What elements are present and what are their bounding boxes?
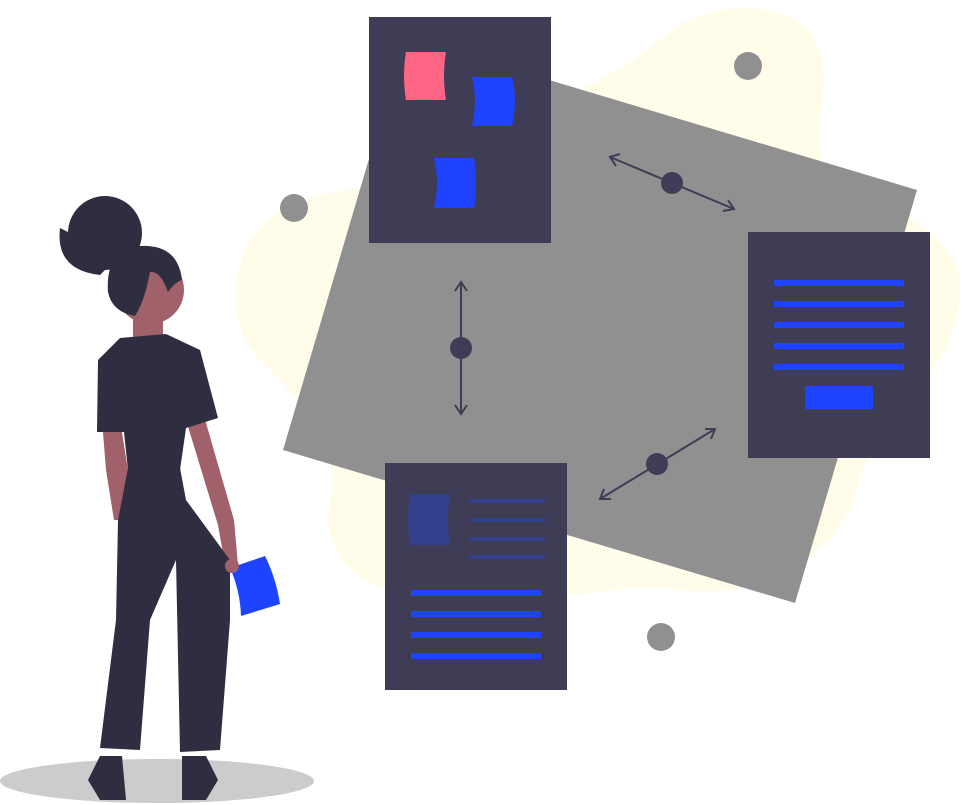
sticky-notes-icon: [404, 52, 446, 100]
arrow-node: [646, 453, 668, 475]
paper-sheet: [230, 556, 280, 616]
sticky-notes-icon: [472, 77, 515, 126]
arrow-node: [450, 337, 472, 359]
sticky-notes-panel: [369, 17, 551, 243]
right-shoe: [182, 756, 218, 800]
decor-dot: [280, 194, 308, 222]
shirt: [97, 334, 218, 470]
person-figure: [0, 196, 314, 803]
left-shoe: [88, 756, 126, 800]
hair: [107, 245, 182, 316]
document-panel: [385, 463, 567, 690]
hair: [59, 228, 110, 275]
decor-dot: [734, 52, 762, 80]
shadow: [0, 759, 314, 803]
left-arm: [102, 420, 128, 520]
decor-dot: [647, 623, 675, 651]
right-arm: [186, 416, 238, 570]
hand: [225, 559, 239, 573]
form-icon: [774, 280, 904, 409]
arrow-node: [661, 172, 683, 194]
sticky-notes-icon: [434, 158, 476, 208]
form-panel: [748, 232, 930, 458]
document-icon: [408, 494, 545, 659]
pants: [100, 468, 230, 752]
